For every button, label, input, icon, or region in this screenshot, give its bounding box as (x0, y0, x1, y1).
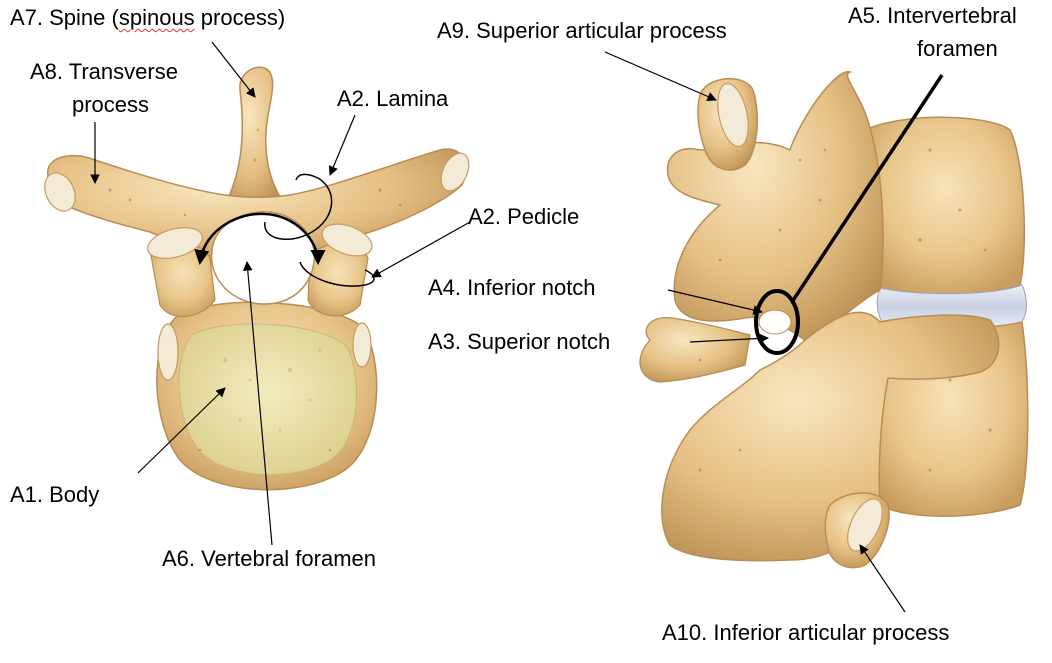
label-a2-pedicle: A2. Pedicle (468, 204, 580, 229)
label-a7-spelling-flag: spinous (118, 5, 195, 30)
label-a3-superior-notch: A3. Superior notch (428, 329, 611, 354)
leader-a5 (790, 74, 944, 303)
label-a7-spine: A7. Spine (spinous process) (10, 5, 285, 31)
intervertebral-foramen-hole (758, 309, 792, 335)
rib-facet-right (352, 322, 372, 368)
rib-facet-left (157, 323, 179, 381)
leader-a1 (137, 387, 226, 474)
leader-lines-right (604, 51, 944, 613)
facet-left (147, 227, 203, 259)
label-a4-inferior-notch: A4. Inferior notch (428, 275, 596, 300)
label-a7-suffix: process) (194, 5, 286, 30)
superior-articular-facet (717, 82, 749, 148)
leader-a3 (689, 333, 769, 344)
upper-transverse-process (639, 317, 751, 383)
leader-lines-left (90, 41, 471, 546)
leader-a2-lamina (328, 114, 356, 176)
label-a1-body: A1. Body (10, 482, 100, 507)
label-a10-inferior-articular: A10. Inferior articular process (662, 620, 950, 645)
lateral-view-vertebrae (639, 71, 1029, 569)
inferior-articular-facet (847, 498, 883, 552)
facet-right (321, 223, 373, 257)
label-a5-line2: foramen (917, 36, 998, 61)
leader-a4 (667, 289, 763, 315)
leader-a10 (859, 544, 906, 613)
lamina-ellipse (264, 173, 333, 240)
leader-a7 (211, 41, 256, 98)
body-cancellous-surface (178, 323, 358, 476)
foramen-curved-arrow (194, 212, 326, 265)
leader-a6 (242, 261, 273, 546)
leader-a2-pedicle (371, 221, 471, 278)
transverse-tip-right (440, 152, 470, 192)
label-a8-line2: process (72, 92, 150, 117)
bone-pores-right (698, 148, 992, 472)
spinous-process (223, 66, 287, 206)
label-a7-prefix: A7. Spine ( (10, 5, 119, 30)
bone-pores-left (108, 128, 402, 452)
label-a8-line1: A8. Transverse (30, 59, 178, 84)
upper-vertebral-body (864, 116, 1026, 296)
transverse-tip-left (44, 172, 76, 212)
label-a9-superior-articular: A9. Superior articular process (437, 18, 727, 43)
leader-a9 (604, 51, 717, 101)
superior-view-vertebra (44, 66, 470, 491)
intervertebral-foramen-circle (754, 289, 800, 355)
label-a2-lamina: A2. Lamina (337, 86, 449, 111)
label-a5-line1: A5. Intervertebral (848, 3, 1017, 28)
label-a6-vertebral-foramen: A6. Vertebral foramen (162, 546, 377, 571)
